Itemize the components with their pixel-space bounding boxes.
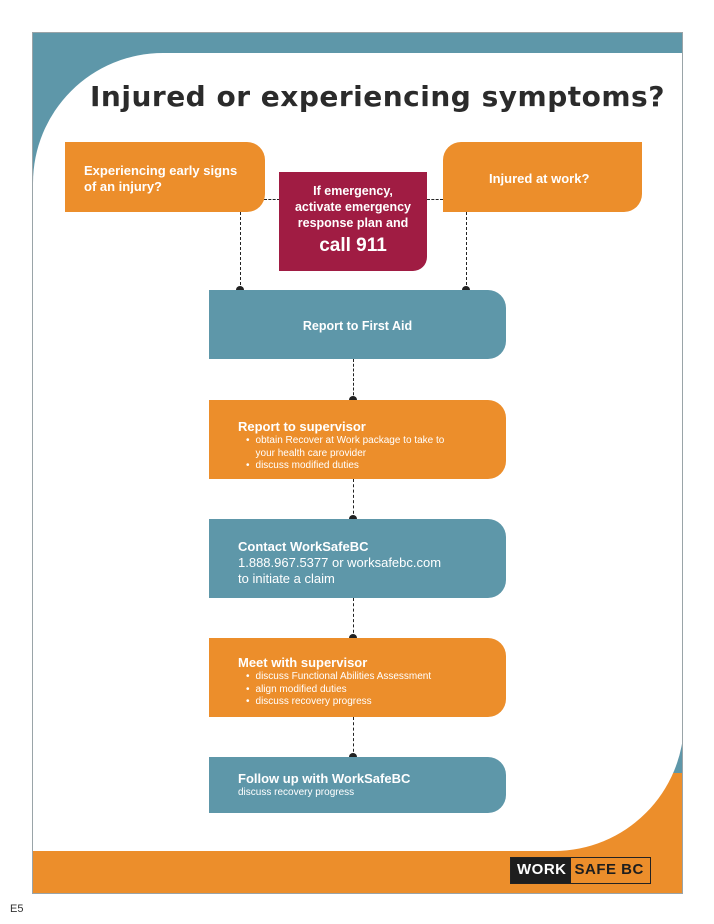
emergency-box: If emergency, activate emergency respons… bbox=[279, 172, 427, 271]
step-claim-line: to initiate a claim bbox=[238, 571, 335, 586]
connector-right bbox=[427, 199, 443, 200]
connector-step3-step4 bbox=[353, 598, 354, 638]
bullet-item: discuss recovery progress bbox=[246, 696, 506, 709]
step-subtitle: discuss recovery progress bbox=[238, 787, 355, 798]
emergency-line1: If emergency, bbox=[313, 184, 393, 198]
step-title: Contact WorkSafeBC bbox=[238, 539, 369, 554]
early-signs-line2: of an injury? bbox=[84, 179, 162, 194]
emergency-line2: activate emergency bbox=[294, 200, 412, 214]
injured-at-work-label: Injured at work? bbox=[489, 171, 590, 186]
page-title: Injured or experiencing symptoms? bbox=[90, 80, 665, 113]
connector-step2-step3 bbox=[353, 479, 354, 519]
connector-early-signs bbox=[240, 212, 241, 290]
logo-part-safebc: SAFE BC bbox=[570, 858, 650, 883]
connector-injured bbox=[466, 212, 467, 290]
step-contact-worksafebc: Contact WorkSafeBC 1.888.967.5377 or wor… bbox=[209, 519, 506, 598]
bullet-item: discuss Functional Abilities Assessment bbox=[246, 671, 506, 684]
step-title: Follow up with WorkSafeBC bbox=[238, 771, 411, 786]
injured-at-work-box: Injured at work? bbox=[443, 142, 642, 212]
early-signs-line1: Experiencing early signs bbox=[84, 163, 238, 178]
step-phone-line: 1.888.967.5377 or worksafebc.com bbox=[238, 555, 442, 570]
step-title: Report to First Aid bbox=[302, 319, 413, 333]
step-title: Meet with supervisor bbox=[238, 655, 368, 670]
connector-step4-step5 bbox=[353, 717, 354, 757]
logo-part-work: WORK bbox=[511, 858, 571, 883]
early-signs-box: Experiencing early signs of an injury? bbox=[65, 142, 265, 212]
bullet-item: obtain Recover at Work package to take t… bbox=[246, 435, 506, 460]
connector-left bbox=[264, 199, 280, 200]
worksafebc-logo: WORK SAFE BC bbox=[510, 857, 651, 884]
step-follow-up: Follow up with WorkSafeBC discuss recove… bbox=[209, 757, 506, 813]
connector-step1-step2 bbox=[353, 359, 354, 400]
bullet-item: align modified duties bbox=[246, 684, 506, 697]
emergency-call: call 911 bbox=[319, 235, 387, 256]
bullet-item: discuss modified duties bbox=[246, 460, 506, 473]
step-report-supervisor: Report to supervisor obtain Recover at W… bbox=[209, 400, 506, 479]
step-title: Report to supervisor bbox=[238, 419, 366, 434]
emergency-line3: response plan and bbox=[297, 216, 409, 230]
page-number: E5 bbox=[10, 903, 24, 915]
step-report-first-aid: Report to First Aid bbox=[209, 290, 506, 359]
step-meet-supervisor: Meet with supervisor discuss Functional … bbox=[209, 638, 506, 717]
